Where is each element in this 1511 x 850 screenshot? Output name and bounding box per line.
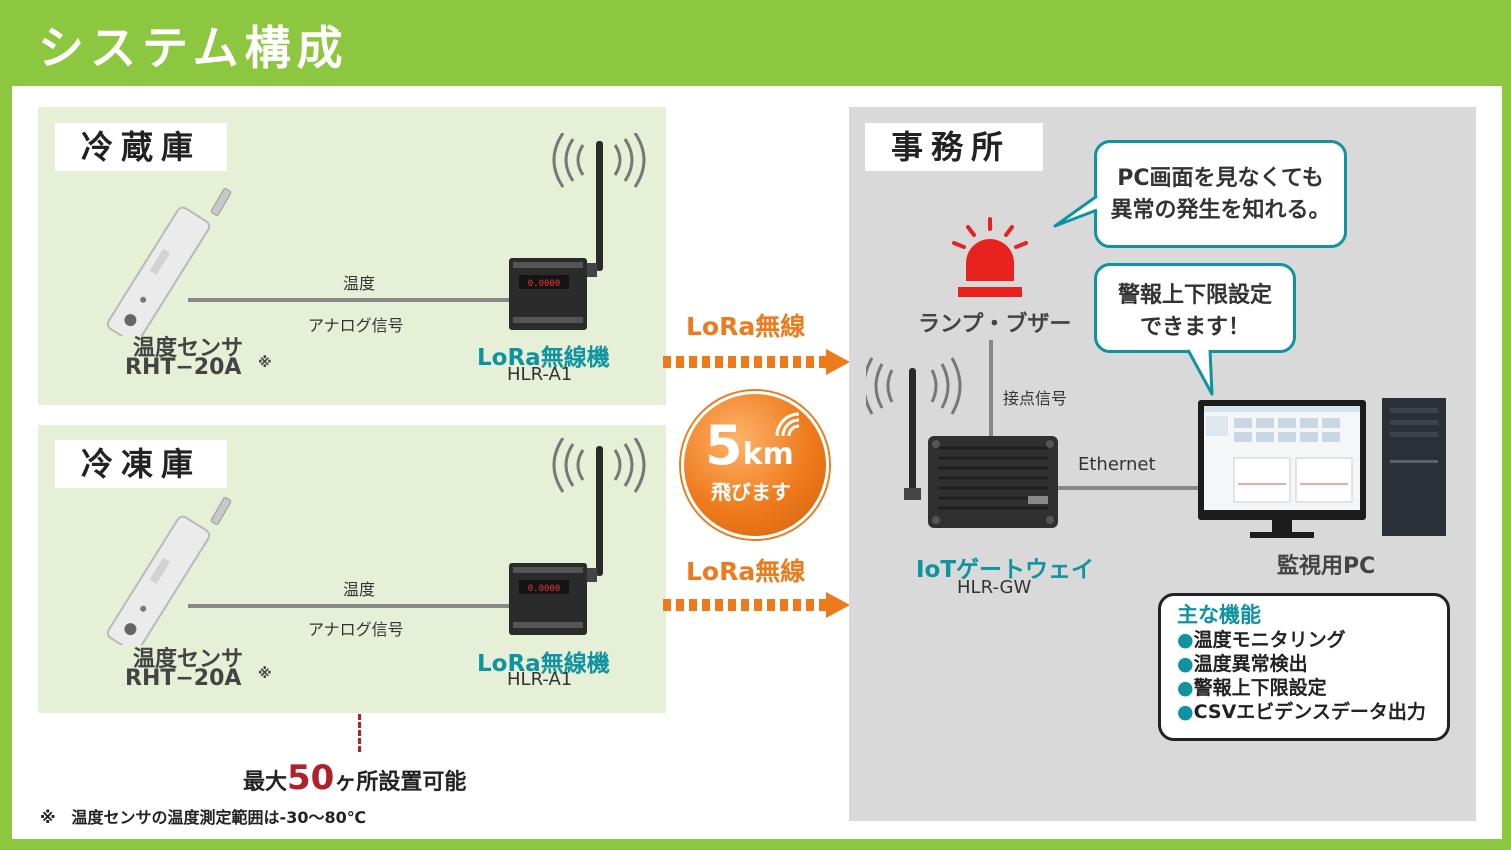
lora-link-arrowhead: [826, 592, 850, 618]
temperature-sensor-image: [106, 188, 232, 336]
ethernet-wire: [1058, 486, 1202, 490]
lora-transmitter-image: 0.0000: [509, 438, 646, 635]
lora-transmitter-image: 0.0000: [509, 133, 646, 330]
function-item-label: 温度異常検出: [1193, 653, 1308, 675]
alarm-bubble-tail: [1186, 349, 1214, 396]
range-caption: 飛びます: [711, 480, 791, 504]
sensor-note-mark: ※: [258, 355, 272, 371]
bullet-dot-icon: ●: [1177, 677, 1194, 699]
max-install-note: 最大50ヶ所設置可能: [243, 758, 466, 798]
notify-speech-bubble: PC画面を見なくても 異常の発生を知れる。: [1094, 140, 1347, 248]
notify-bubble-line1: PC画面を見なくても: [1117, 166, 1324, 191]
sensor-note-mark: ※: [258, 666, 272, 682]
function-item: ●CSVエビデンスデータ出力: [1177, 700, 1431, 724]
range-unit: km: [742, 437, 794, 472]
sensor-wire: [188, 298, 518, 302]
max-install-prefix: 最大: [243, 770, 288, 795]
notify-bubble-line2: 異常の発生を知れる。: [1110, 198, 1331, 223]
lora-link-arrow-line: [663, 599, 828, 611]
lora-link-arrowhead: [826, 349, 850, 375]
main-functions-box: 主な機能 ●温度モニタリング ●温度異常検出 ●警報上下限設定 ●CSVエビデン…: [1158, 593, 1450, 741]
function-item: ●温度モニタリング: [1177, 628, 1431, 652]
page-title: システム構成: [38, 21, 349, 75]
gateway-name: IoTゲートウェイ: [916, 557, 1095, 583]
main-functions-title: 主な機能: [1177, 603, 1261, 627]
transmitter-name: LoRa無線機: [477, 651, 610, 677]
sensor-model: RHT−20A: [125, 666, 242, 691]
lora-link-arrow-line: [663, 356, 828, 368]
range-value: 5km: [705, 418, 794, 474]
alarm-setting-speech-bubble: 警報上下限設定 できます！: [1094, 263, 1296, 353]
footnote: ※ 温度センサの温度測定範囲は-30～80℃: [40, 808, 367, 827]
function-item: ●温度異常検出: [1177, 652, 1431, 676]
sensor-name: 温度センサ: [133, 336, 244, 361]
lora-link-label: LoRa無線: [686, 557, 806, 586]
lamp-label: ランプ・ブザー: [918, 312, 1072, 337]
bullet-dot-icon: ●: [1177, 701, 1194, 723]
max-install-suffix: ヶ所設置可能: [334, 770, 467, 795]
alarm-bubble-line1: 警報上下限設定: [1117, 283, 1272, 308]
office-zone-label: 事務所: [865, 123, 1043, 171]
transmitter-model: HLR-A1: [507, 364, 573, 385]
contact-signal-wire: [989, 340, 993, 440]
pc-label: 監視用PC: [1277, 554, 1376, 579]
contact-signal-label: 接点信号: [1003, 389, 1068, 408]
transmitter-model: HLR-A1: [507, 669, 573, 690]
monitoring-pc-image: [1198, 398, 1446, 538]
freezer-zone-label: 冷凍庫: [55, 440, 227, 488]
sensor-wire: [188, 604, 518, 608]
wire-signal-label: アナログ信号: [308, 316, 404, 335]
wire-signal-label: アナログ信号: [308, 620, 404, 639]
sensor-model: RHT−20A: [125, 355, 242, 380]
function-item-label: CSVエビデンスデータ出力: [1193, 701, 1426, 723]
wifi-signal-icon: [775, 412, 800, 437]
fridge-zone-label: 冷蔵庫: [55, 123, 227, 171]
function-item-label: 警報上下限設定: [1193, 677, 1327, 699]
ethernet-label: Ethernet: [1078, 454, 1156, 475]
transmitter-name: LoRa無線機: [477, 345, 610, 371]
alarm-bubble-line2: できます！: [1139, 315, 1250, 340]
svg-text:0.0000: 0.0000: [528, 279, 561, 289]
sensor-name: 温度センサ: [133, 647, 244, 672]
max-install-number: 50: [287, 758, 335, 798]
wire-temp-label: 温度: [343, 274, 376, 293]
temperature-sensor-image: [106, 497, 232, 645]
function-item-label: 温度モニタリング: [1193, 629, 1346, 651]
bullet-dot-icon: ●: [1177, 653, 1194, 675]
notify-bubble-tail: [1053, 194, 1098, 228]
gateway-model: HLR-GW: [957, 577, 1032, 598]
svg-text:0.0000: 0.0000: [528, 584, 561, 594]
range-number: 5: [705, 414, 743, 477]
iot-gateway-image: [866, 357, 1058, 528]
warning-lamp-icon: [952, 217, 1028, 297]
bullet-dot-icon: ●: [1177, 629, 1194, 651]
wire-temp-label: 温度: [343, 580, 376, 599]
function-item: ●警報上下限設定: [1177, 676, 1431, 700]
lora-link-label: LoRa無線: [686, 312, 806, 341]
range-badge: [681, 391, 829, 539]
max-install-connector: [358, 714, 361, 752]
